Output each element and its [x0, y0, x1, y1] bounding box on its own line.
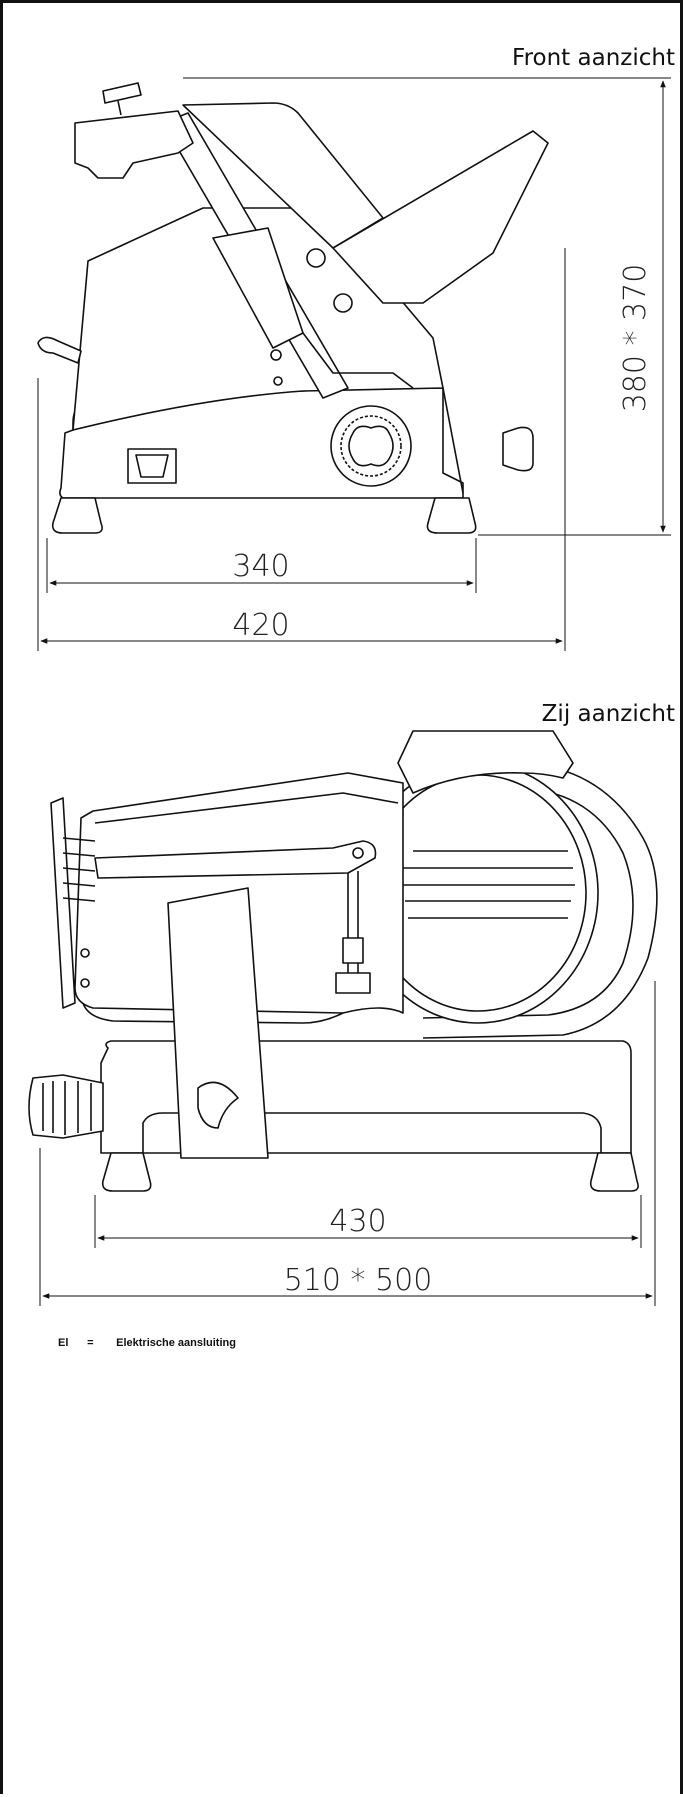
side-foot-left	[101, 1152, 152, 1192]
front-top-bracket	[74, 110, 194, 179]
side-dimensions	[39, 981, 656, 1306]
side-foot-right	[589, 1152, 639, 1192]
front-height-dim-label: 380 * 370	[618, 264, 653, 413]
side-end-plate	[50, 797, 76, 1009]
legend: El = Elektrische aansluiting	[58, 1337, 236, 1349]
side-blade-grooves	[401, 850, 575, 919]
front-dial-knob	[348, 425, 394, 467]
front-knob-stem	[117, 100, 122, 116]
front-base-dim-label: 340	[232, 549, 289, 584]
side-front-knob	[28, 1074, 104, 1139]
side-pusher-arm	[94, 840, 377, 879]
technical-drawing: Front aanzicht 380 * 370 340 420	[28, 45, 675, 1306]
front-power-switch	[127, 448, 177, 484]
front-top-knob	[102, 82, 142, 104]
front-foot-left	[51, 497, 103, 534]
front-top-housing	[332, 130, 549, 304]
front-side-handle	[37, 336, 82, 364]
front-blade-guard	[182, 102, 384, 249]
front-width-dim-label: 420	[232, 608, 289, 643]
front-view-title: Front aanzicht	[512, 45, 675, 71]
side-top-cover	[397, 730, 574, 794]
front-screw	[270, 349, 282, 361]
side-support-plate	[167, 887, 269, 1159]
front-view	[37, 82, 549, 534]
front-right-knob	[502, 426, 534, 472]
front-hole-lower	[333, 293, 353, 313]
side-view-title: Zij aanzicht	[542, 701, 675, 727]
side-base-dim-label: 430	[329, 1204, 386, 1239]
legend-text: Elektrische aansluiting	[116, 1337, 236, 1349]
side-width-dim-label: 510 * 500	[284, 1263, 433, 1298]
side-handle-grip	[197, 1081, 239, 1129]
front-hole-upper	[306, 248, 326, 268]
front-dimensions	[37, 77, 671, 651]
front-foot-right	[426, 497, 477, 534]
legend-equals: =	[87, 1337, 94, 1349]
legend-code: El	[58, 1337, 69, 1349]
side-view	[28, 730, 658, 1192]
